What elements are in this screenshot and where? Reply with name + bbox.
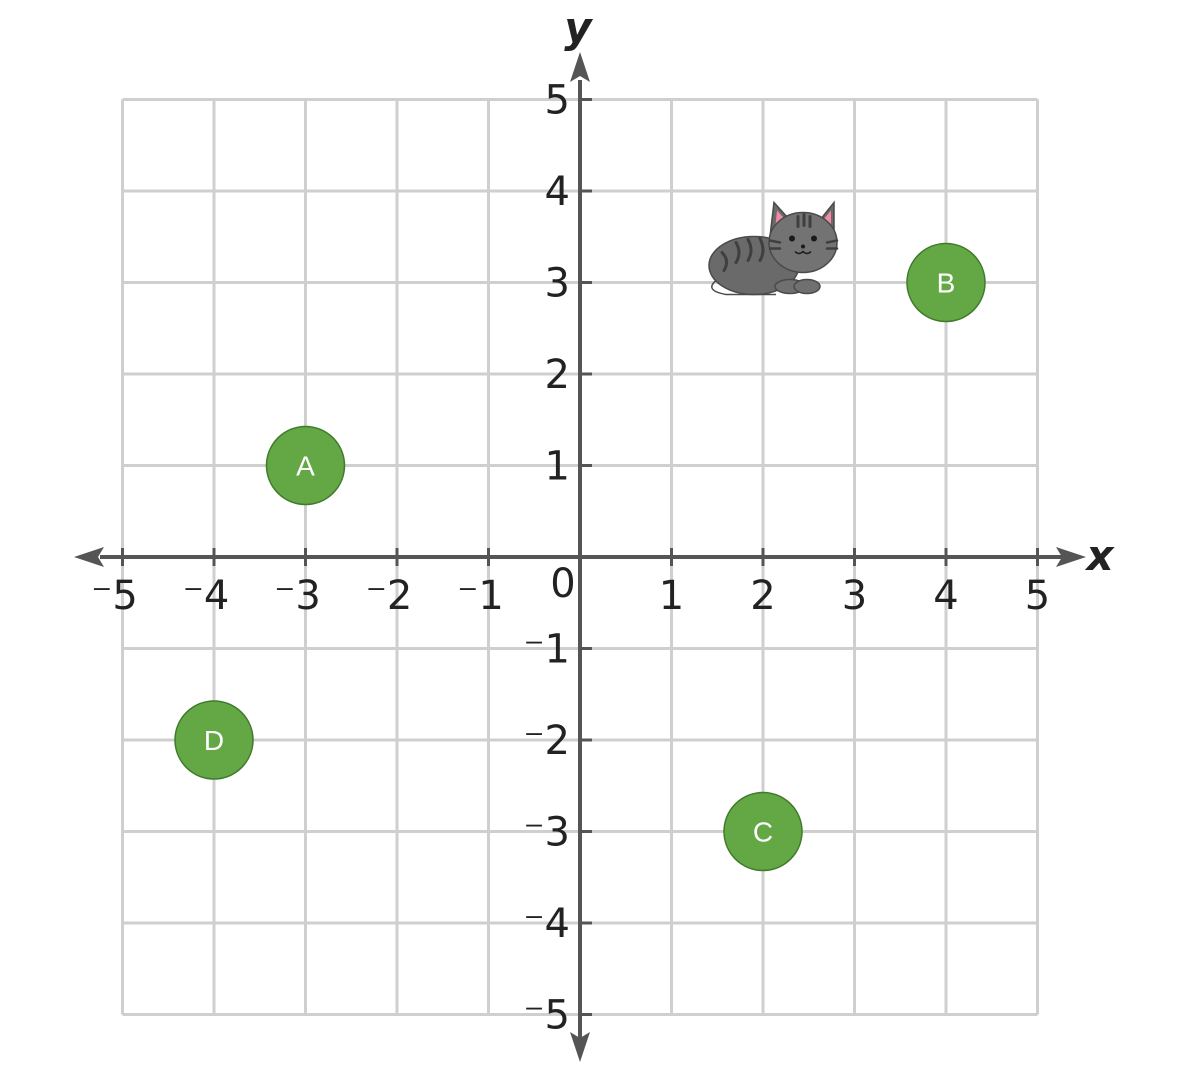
y-tick-label: ⁻3 <box>523 810 570 856</box>
point-a: A <box>265 425 346 506</box>
x-tick-label: 1 <box>659 573 684 619</box>
x-tick-label: 4 <box>933 573 958 619</box>
x-axis-label: x <box>1084 531 1115 580</box>
points: A B C D <box>174 242 986 872</box>
tick-labels: ⁻5 ⁻4 ⁻3 ⁻2 ⁻1 1 2 3 4 5 5 4 3 2 1 ⁻1 ⁻2 ⁻3 ⁻4 ⁻5 0 <box>91 78 1050 1039</box>
y-tick-label: 4 <box>545 169 570 215</box>
y-axis-arrow-up-icon <box>570 52 590 82</box>
y-tick-label: 2 <box>545 352 570 398</box>
cat-icon <box>708 200 839 296</box>
point-label: C <box>753 817 773 848</box>
y-tick-label: 1 <box>545 444 570 490</box>
point-marker <box>265 425 346 506</box>
x-tick-label: ⁻2 <box>366 573 413 619</box>
y-tick-label: 3 <box>545 261 570 307</box>
point-label: D <box>204 725 224 756</box>
y-axis-label: y <box>564 3 593 52</box>
point-marker <box>174 700 254 780</box>
x-axis-arrow-left-icon <box>74 547 104 567</box>
point-marker <box>906 242 986 323</box>
y-tick-label: ⁻4 <box>523 901 570 947</box>
point-label: B <box>937 268 956 299</box>
y-axis-arrow-down-icon <box>570 1032 590 1062</box>
x-tick-label: ⁻3 <box>274 573 321 619</box>
ticks <box>121 98 1039 1016</box>
x-tick-label: ⁻5 <box>91 573 138 619</box>
point-d: D <box>174 700 254 780</box>
point-b: B <box>906 242 986 323</box>
y-tick-label: ⁻2 <box>523 718 570 764</box>
origin-label: 0 <box>550 561 575 607</box>
x-tick-label: 3 <box>842 573 867 619</box>
point-label: A <box>296 451 315 482</box>
point-c: C <box>723 791 803 872</box>
cat-icon <box>708 200 839 296</box>
axes: xy <box>74 3 1115 1062</box>
x-tick-label: 5 <box>1025 573 1050 619</box>
y-tick-label: 5 <box>545 78 570 124</box>
point-marker <box>723 791 803 872</box>
y-tick-label: ⁻1 <box>523 627 570 673</box>
x-tick-label: ⁻1 <box>457 573 504 619</box>
x-axis-arrow-right-icon <box>1056 547 1086 567</box>
x-tick-label: 2 <box>750 573 775 619</box>
x-tick-label: ⁻4 <box>183 573 230 619</box>
y-tick-label: ⁻5 <box>523 993 570 1039</box>
